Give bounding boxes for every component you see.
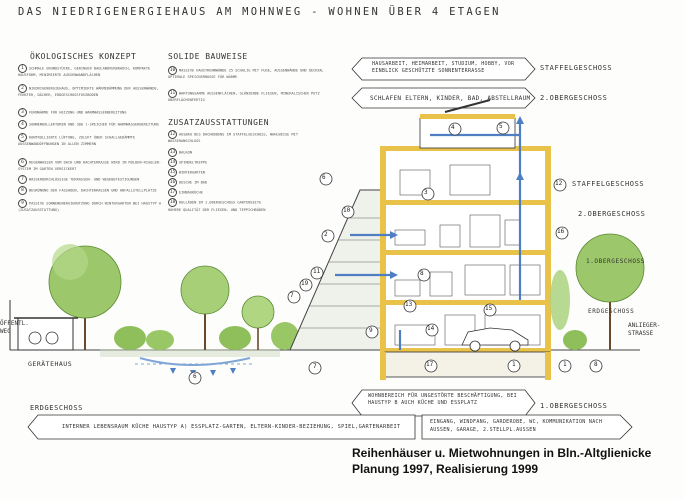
callout-15: 15	[485, 305, 493, 312]
rain-arrows	[170, 368, 236, 376]
callout-12: 12	[555, 180, 563, 187]
heading-oekologisch: ÖKOLOGISCHES KONZEPT	[30, 52, 137, 61]
basement	[384, 351, 551, 378]
sign-og2-shape	[351, 87, 536, 109]
roof-slab	[380, 146, 551, 151]
callout-14: 14	[427, 325, 435, 332]
hedge-3	[219, 326, 251, 350]
rigole-water	[139, 357, 251, 366]
floor-label-staffel-top: STAFFELGESCHOSS	[540, 64, 613, 72]
callout-11: 11	[313, 268, 321, 275]
slab-og1	[380, 300, 551, 305]
callout-13: 13	[405, 301, 413, 308]
basement-wall-right	[545, 352, 551, 380]
zusatz-item-19: HÖHERE QUALITÄT DER FLIESEN- UND TEPPICH…	[168, 208, 266, 212]
sign-staffel-text: HAUSARBEIT, HEIMARBEIT, STUDIUM, HOBBY, …	[372, 61, 515, 74]
pipe-arrows	[390, 116, 524, 279]
label-anlieger-strasse: ANLIEGER-STRASSE	[628, 322, 661, 337]
caption-line-2: Planung 1997, Realisierung 1999	[352, 462, 539, 476]
hedge-right	[563, 330, 587, 350]
tree-right	[575, 233, 645, 303]
bike-wheel-1	[28, 331, 42, 345]
floor-label-erd: ERDGESCHOSS	[588, 308, 635, 315]
bike-wheel-2	[45, 331, 59, 345]
hedge-2	[146, 330, 174, 350]
callout-1: 1	[512, 361, 516, 368]
callout-1b: 1	[563, 361, 567, 368]
floor-slab	[380, 348, 551, 352]
heading-zusatz: ZUSATZAUSSTATTUNGEN	[168, 118, 270, 127]
callout-2: 2	[324, 231, 328, 238]
floor-label-staffel: STAFFELGESCHOSS	[572, 180, 645, 188]
tree-mid	[180, 265, 230, 315]
floor-label-og1-tree: 1.OBERGESCHOSS	[586, 258, 645, 265]
slab-staffel	[380, 200, 551, 205]
floor-label-og1-bottom: 1.OBERGESCHOSS	[540, 402, 608, 410]
floor-label-og2: 2.OBERGESCHOSS	[578, 210, 646, 218]
callout-6b: 6	[193, 373, 197, 380]
sign-eingang-text: EINGANG, WINDFANG, GARDEROBE, WC, KOMMUN…	[430, 419, 603, 433]
tree-left-highlight	[52, 244, 88, 280]
callout-8b: 8	[594, 361, 598, 368]
car	[461, 327, 529, 352]
basement-wall-left	[380, 352, 386, 380]
floor-label-og2-top: 2.OBERGESCHOSS	[540, 94, 608, 102]
slab-og2	[380, 250, 551, 255]
ventilation-pipes	[335, 120, 522, 350]
callout-19: 19	[301, 280, 309, 287]
page-title: DAS NIEDRIGENERGIEHAUS AM MOHNWEG - WOHN…	[18, 6, 501, 18]
callout-9: 9	[369, 327, 373, 334]
callout-8: 8	[420, 270, 424, 277]
callout-7: 7	[290, 292, 294, 299]
hedge-4	[271, 322, 299, 350]
label-oeffentl-weg: ÖFFENTL. WEG	[0, 320, 29, 335]
garden-strip	[100, 349, 280, 357]
heading-solide: SOLIDE BAUWEISE	[168, 52, 248, 61]
sign-og2-text: SCHLAFEN ELTERN, KINDER, BAD, ABSTELLRAU…	[370, 95, 531, 102]
callout-3: 3	[424, 189, 428, 196]
sign-eingang-shape	[421, 414, 633, 440]
geraetehaus-box	[17, 317, 74, 351]
callout-circles	[188, 121, 603, 385]
hedge-1	[114, 326, 146, 350]
callout-17: 17	[426, 361, 434, 368]
callout-16: 16	[557, 228, 565, 235]
caption-line-1: Reihenhäuser u. Mietwohnungen in Bln.-Al…	[352, 446, 652, 460]
callout-5: 5	[499, 123, 503, 130]
facade-green	[550, 270, 570, 330]
solar-collector	[444, 99, 491, 113]
tree-small	[241, 295, 275, 329]
callout-4: 4	[451, 124, 455, 131]
staffel-upper-roof	[420, 114, 515, 119]
sign-staffel-shape	[351, 57, 536, 81]
floor-label-erdgeschoss: ERDGESCHOSS	[30, 404, 83, 412]
sign-eg-shape	[27, 414, 416, 440]
sign-eg-text: INTERNER LEBENSRAUM KÜCHE HAUSTYP A) ESS…	[62, 424, 401, 430]
sign-og1-text: WOHNBEREICH FÜR UNGESTÖRTE BESCHÄFTIGUNG…	[368, 393, 517, 406]
callout-7b: 7	[313, 363, 317, 370]
callout-10: 10	[343, 207, 351, 214]
callout-6: 6	[322, 174, 326, 181]
label-geraetehaus: GERÄTEHAUS	[28, 360, 73, 368]
